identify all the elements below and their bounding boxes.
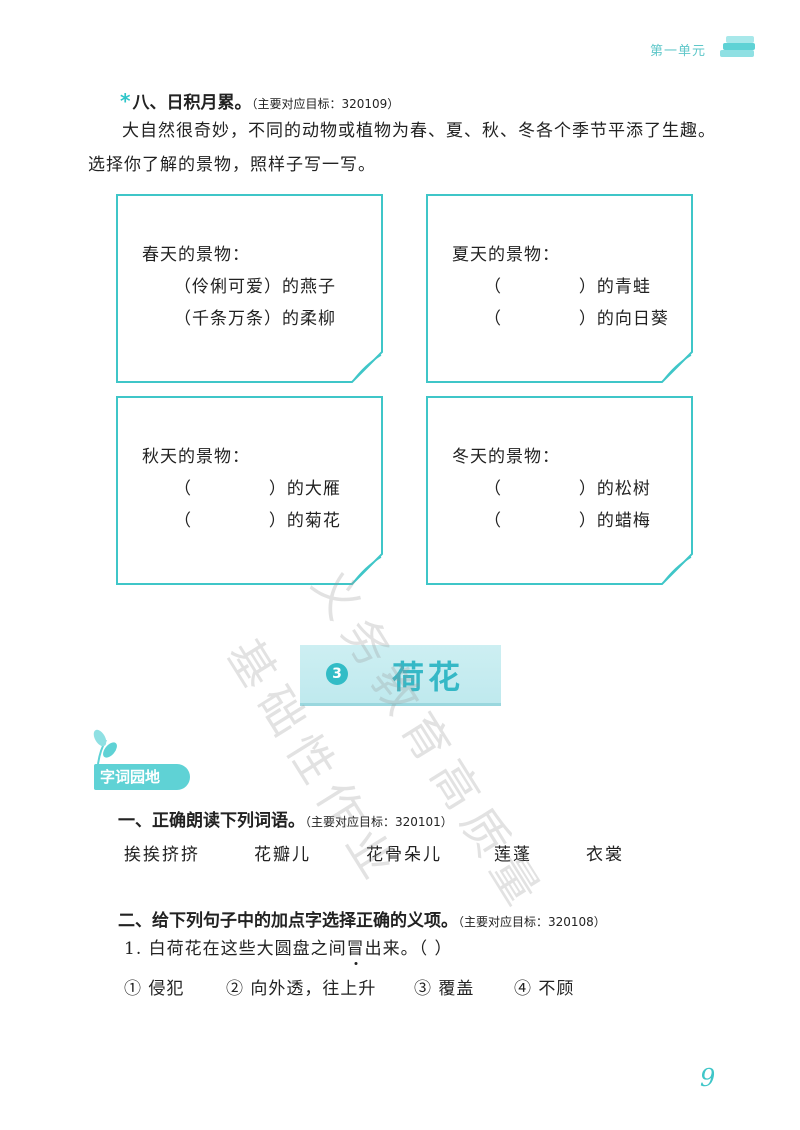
card-line: （ ）的蜡梅	[484, 511, 651, 531]
page-fold-icon	[351, 553, 383, 585]
q2-option: ① 侵犯	[124, 979, 185, 999]
vocab-word: 衣裳	[586, 845, 624, 865]
section8-title: 八、日积月累。	[132, 93, 252, 113]
card-line: （ ）的松树	[484, 479, 651, 499]
q2-sentence-pre: 1. 白荷花在这些大圆盘之间	[124, 939, 347, 959]
books-icon	[720, 36, 755, 57]
vocab-word: 挨挨挤挤	[124, 845, 200, 865]
section8-para-line2: 选择你了解的景物，照样子写一写。	[88, 155, 376, 175]
card-title: 冬天的景物：	[452, 447, 560, 467]
vocab-word: 莲蓬	[494, 845, 532, 865]
card-line: （ ）的向日葵	[484, 309, 669, 329]
q2-title: 二、给下列句子中的加点字选择正确的义项。	[118, 911, 458, 931]
page-number: 9	[700, 1064, 716, 1092]
card-line: （ ）的菊花	[174, 511, 341, 531]
q2-heading: 二、给下列句子中的加点字选择正确的义项。（主要对应目标：320108）	[118, 906, 606, 931]
card-line: （千条万条）的柔柳	[174, 309, 336, 329]
card-summer: 夏天的景物： （ ）的青蛙 （ ）的向日葵	[426, 194, 693, 383]
card-line: （伶俐可爱）的燕子	[174, 277, 336, 297]
lesson-title: 荷花	[392, 658, 465, 696]
sprout-icon	[93, 729, 117, 765]
q2-target: （主要对应目标：320108）	[458, 915, 606, 929]
page-fold-icon	[661, 553, 693, 585]
q1-heading: 一、正确朗读下列词语。（主要对应目标：320101）	[118, 806, 453, 831]
card-title: 春天的景物：	[142, 245, 250, 265]
section8-para-line1: 大自然很奇妙，不同的动物或植物为春、夏、秋、冬各个季节平添了生趣。	[122, 121, 716, 141]
card-title: 秋天的景物：	[142, 447, 250, 467]
vocab-word: 花瓣儿	[254, 845, 311, 865]
q2-dotted-char: 冒	[346, 939, 365, 959]
card-line: （ ）的大雁	[174, 479, 341, 499]
section8-target: （主要对应目标：320109）	[251, 97, 400, 111]
card-line: （ ）的青蛙	[484, 277, 651, 297]
card-winter: 冬天的景物： （ ）的松树 （ ）的蜡梅	[426, 396, 693, 585]
q2-sentence: 1. 白荷花在这些大圆盘之间冒出来。（ ）	[124, 934, 453, 964]
page-fold-icon	[661, 351, 693, 383]
watermark-line1: 义务教育高质量	[301, 560, 556, 922]
card-spring: 春天的景物： （伶俐可爱）的燕子 （千条万条）的柔柳	[116, 194, 383, 383]
unit-tag: 第一单元	[650, 44, 707, 59]
page-fold-icon	[351, 351, 383, 383]
q2-option: ③ 覆盖	[414, 979, 475, 999]
vocab-word: 花骨朵儿	[366, 845, 442, 865]
q2-option: ② 向外透，往上升	[226, 979, 377, 999]
lesson-number: 3	[326, 663, 348, 685]
card-title: 夏天的景物：	[452, 245, 560, 265]
q1-target: （主要对应目标：320101）	[305, 815, 453, 829]
section-label-ziciyuan: 字词园地	[94, 764, 190, 790]
q1-title: 一、正确朗读下列词语。	[118, 811, 305, 831]
card-autumn: 秋天的景物： （ ）的大雁 （ ）的菊花	[116, 396, 383, 585]
section8-heading: *八、日积月累。（主要对应目标：320109）	[120, 88, 399, 113]
q2-option: ④ 不顾	[514, 979, 575, 999]
q2-sentence-post: 出来。（ ）	[364, 939, 453, 959]
star-icon: *	[120, 89, 131, 113]
